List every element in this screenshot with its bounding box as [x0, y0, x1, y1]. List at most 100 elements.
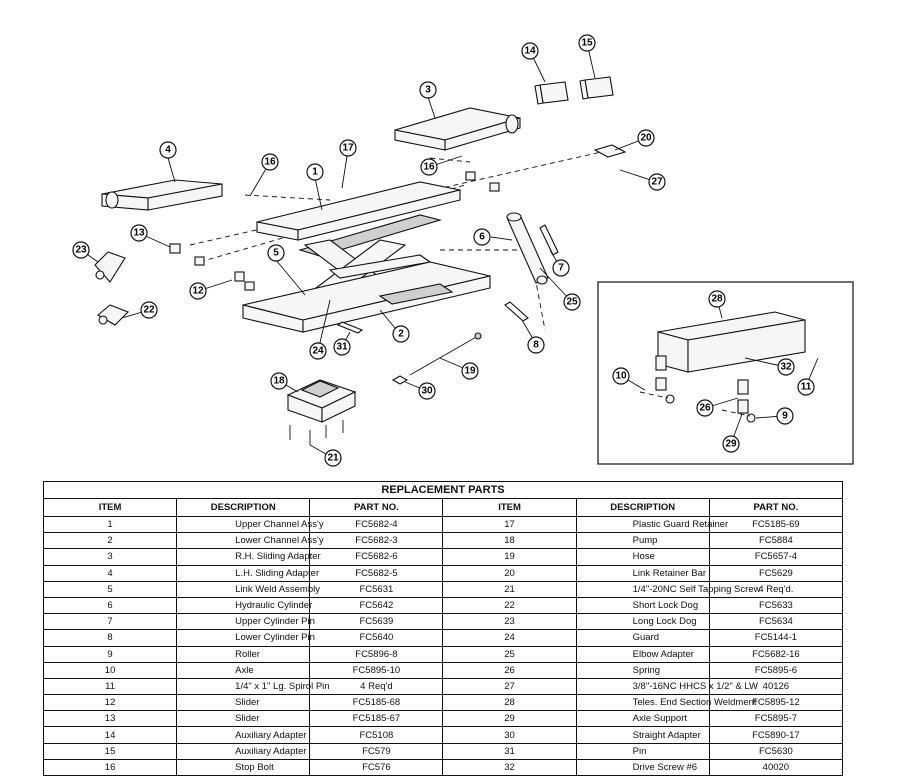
- header-description-2: DESCRIPTION: [575, 498, 710, 517]
- cell-description: Slider: [176, 694, 311, 712]
- callout-number: 12: [192, 286, 204, 297]
- cell-item-2: 32: [442, 758, 577, 777]
- cell-description-2: Spring: [575, 661, 710, 679]
- callout-circle: [159, 141, 177, 159]
- cell-description: Auxiliary Adapter: [176, 742, 311, 760]
- cell-item-2: 22: [442, 596, 577, 615]
- cell-description-2: Pump: [575, 532, 710, 550]
- callout-number: 28: [711, 294, 723, 305]
- cell-part-no-2: FC5890-17: [708, 726, 844, 744]
- cell-item: 5: [42, 580, 178, 598]
- cell-part-no-2: FC5630: [708, 742, 844, 760]
- cell-part-no: FC576: [309, 758, 444, 777]
- cell-part-no: FC5682-5: [309, 564, 444, 582]
- cell-item: 8: [42, 629, 178, 647]
- cell-part-no-2: FC5895-6: [708, 661, 844, 679]
- cell-description-2: Link Retainer Bar: [575, 564, 710, 582]
- callout-circle: [521, 42, 539, 60]
- callout-circle: [392, 325, 410, 343]
- cell-description: Slider: [176, 710, 311, 728]
- callout-circle: [797, 378, 815, 396]
- slider-13-drawing: [169, 243, 181, 254]
- hydraulic-cylinder-drawing: [506, 212, 549, 285]
- cell-description-2: Hose: [575, 548, 710, 566]
- auxiliary-adapter-14-drawing: [534, 81, 569, 105]
- callout-number: 4: [165, 145, 171, 156]
- cell-item-2: 21: [442, 580, 577, 598]
- cell-item-2: 31: [442, 742, 577, 760]
- slider-12-drawing: [234, 271, 245, 282]
- upper-cylinder-pin-drawing: [539, 224, 559, 256]
- cell-item-2: 25: [442, 645, 577, 663]
- cell-description: Auxiliary Adapter: [176, 726, 311, 744]
- lower-channel-drawing: [242, 261, 491, 333]
- header-description: DESCRIPTION: [176, 498, 311, 517]
- callout-number: 10: [615, 371, 627, 382]
- cell-description-2: Straight Adapter: [575, 726, 710, 744]
- header-part-no-2: PART NO.: [708, 498, 844, 517]
- header-item-2: ITEM: [442, 498, 577, 517]
- callout-circle: [708, 290, 726, 308]
- callout-circle: [130, 224, 148, 242]
- rh-sliding-adapter-drawing: [394, 107, 521, 151]
- callout-circle: [140, 301, 158, 319]
- callout-circle: [418, 382, 436, 400]
- cell-part-no: FC5682-3: [309, 532, 444, 550]
- cell-item: 14: [42, 726, 178, 744]
- callout-number: 5: [273, 248, 279, 259]
- cell-item-2: 17: [442, 515, 577, 534]
- cell-description: Axle: [176, 661, 311, 679]
- short-lock-dog-drawing: [97, 304, 129, 326]
- exploded-parts-diagram: 1234567891011121314151616171819202122232…: [72, 34, 854, 467]
- callout-circle: [612, 367, 630, 385]
- callout-circle: [420, 158, 438, 176]
- callout-number: 29: [725, 439, 737, 450]
- callout-number: 17: [342, 143, 354, 154]
- cell-part-no-2: FC5185-69: [708, 515, 844, 534]
- callout-circle: [419, 81, 437, 99]
- callout-number: 23: [75, 245, 87, 256]
- cell-item: 13: [42, 710, 178, 728]
- cell-part-no-2: FC5895-7: [708, 710, 844, 728]
- callout-circle: [527, 336, 545, 354]
- callout-number: 8: [533, 340, 539, 351]
- callout-number: 7: [558, 263, 564, 274]
- replacement-parts-table: REPLACEMENT PARTS ITEM DESCRIPTION PART …: [42, 481, 844, 777]
- cell-description-2: Long Lock Dog: [575, 613, 710, 631]
- callout-number: 16: [423, 162, 435, 173]
- cell-part-no: FC5640: [309, 629, 444, 647]
- cell-description-2: Guard: [575, 629, 710, 647]
- callout-circle: [777, 358, 795, 376]
- cell-description-2: Drive Screw #6: [575, 758, 710, 777]
- callout-circle: [776, 407, 794, 425]
- axle-left-drawing: [639, 391, 669, 399]
- callout-circle: [648, 173, 666, 191]
- cell-part-no-2: FC5657-4: [708, 548, 844, 566]
- upper-channel-drawing: [256, 181, 461, 241]
- cell-item: 11: [42, 677, 178, 696]
- callout-number: 31: [336, 342, 348, 353]
- callout-circle: [461, 362, 479, 380]
- header-part-no: PART NO.: [309, 498, 444, 517]
- cell-item-2: 18: [442, 532, 577, 550]
- cell-item: 6: [42, 596, 178, 615]
- header-item: ITEM: [42, 498, 178, 517]
- cell-item-2: 26: [442, 661, 577, 679]
- callout-number: 13: [133, 228, 145, 239]
- link-retainer-bar-drawing: [593, 144, 627, 158]
- callout-circle: [267, 244, 285, 262]
- auxiliary-adapter-15-drawing: [579, 76, 614, 100]
- callout-circle: [261, 153, 279, 171]
- cell-description: Hydraulic Cylinder: [176, 596, 312, 615]
